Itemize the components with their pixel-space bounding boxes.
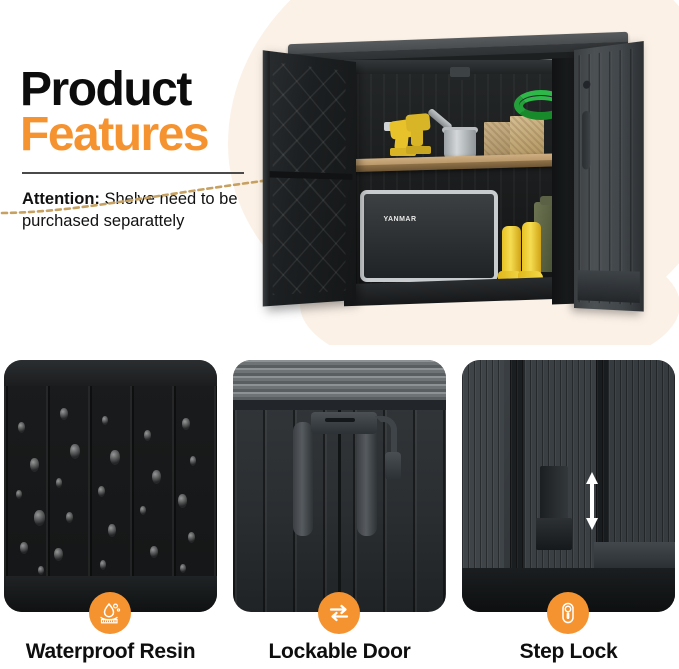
caption-step-lock: Step Lock	[519, 640, 618, 663]
door-handle-right	[357, 422, 377, 536]
badge-waterproof-resin	[89, 592, 131, 634]
feature-image-step-lock	[462, 360, 675, 612]
attention-label: Attention:	[22, 190, 100, 208]
wooden-crate-small	[484, 122, 514, 158]
door-handle	[582, 110, 591, 170]
hero-section: Product Features Attention: Shelve need …	[0, 0, 679, 345]
title-line-product: Product	[20, 63, 192, 116]
padlock-shackle	[375, 416, 397, 462]
up-down-arrow-icon	[586, 472, 598, 530]
caption-lockable-door: Lockable Door	[268, 640, 411, 663]
cordless-drill-icon	[384, 112, 422, 156]
feature-panels: Waterproof Resin Lockable Door Step Lock	[0, 348, 679, 669]
padlock-body	[385, 452, 401, 480]
badge-lockable-door	[318, 592, 360, 634]
feature-image-lockable-door	[233, 360, 446, 612]
cordless-drill-second-icon	[404, 108, 434, 156]
lock-hasp	[311, 412, 377, 434]
callout-leader-line	[0, 170, 340, 215]
rubber-boots	[498, 220, 546, 284]
padlock-icon	[562, 602, 574, 624]
product-image: YANMAR	[252, 12, 672, 337]
page-title: Product Features	[20, 63, 210, 161]
portable-generator: YANMAR	[360, 190, 498, 282]
feature-image-waterproof-resin	[4, 360, 217, 612]
water-droplet-icon	[100, 602, 121, 624]
title-divider	[22, 172, 244, 174]
lid-latch	[450, 67, 470, 80]
wooden-crate-large	[510, 116, 544, 158]
badge-step-lock	[547, 592, 589, 634]
door-handle-left	[293, 422, 313, 536]
right-door-open	[574, 41, 644, 312]
generator-brand-label: YANMAR	[383, 216, 417, 223]
title-line-features: Features	[20, 107, 210, 161]
water-droplets	[4, 360, 217, 612]
attention-body: Shelve need to be purchased separattely	[22, 190, 238, 231]
watering-can-icon	[427, 107, 478, 158]
left-door-open	[262, 50, 356, 307]
two-way-arrows-icon	[329, 604, 349, 622]
attention-note: Attention: Shelve need to be purchased s…	[22, 188, 257, 233]
step-lock-foot-pad	[536, 518, 572, 550]
caption-waterproof-resin: Waterproof Resin	[25, 640, 196, 663]
